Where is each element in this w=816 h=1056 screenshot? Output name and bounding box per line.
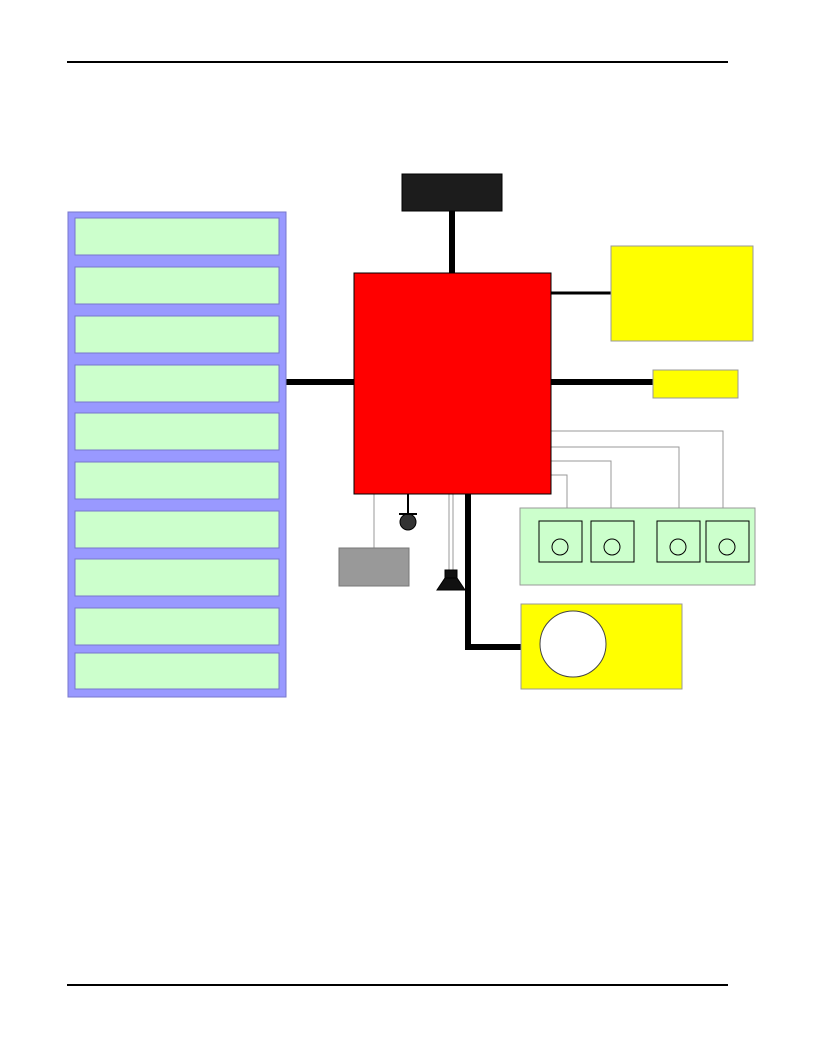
left-panel-slot [74,558,280,597]
button-circle-icon [718,538,736,556]
top-dark-block [401,173,503,212]
button-circle-icon [551,538,569,556]
left-panel-slot [74,607,280,646]
left-panel-slot [74,461,280,500]
large-yellow-block [610,245,754,342]
thin-connector-button-1 [551,474,568,521]
left-panel-slot [74,510,280,549]
left-panel-slot [74,412,280,451]
small-dot-icon [399,513,417,531]
left-panel-slot [74,652,280,690]
thin-connector-button-3 [551,446,680,521]
left-panel-slot [74,364,280,403]
left-panel-slot [74,266,280,305]
speaker-icon [436,569,466,591]
small-yellow-block [652,369,739,399]
button-circle-icon [603,538,621,556]
button-circle-icon [669,538,687,556]
gray-block [338,547,410,587]
button-group [538,520,750,563]
main-red-block [353,272,552,495]
thin-connector-button-2 [551,460,612,521]
disc-circle [539,610,607,678]
left-panel-slots [74,217,280,690]
connector-main-to-disc-block [465,494,521,650]
left-panel-slot [74,315,280,354]
left-panel-slot [74,217,280,256]
thin-connector-button-4 [551,430,724,521]
